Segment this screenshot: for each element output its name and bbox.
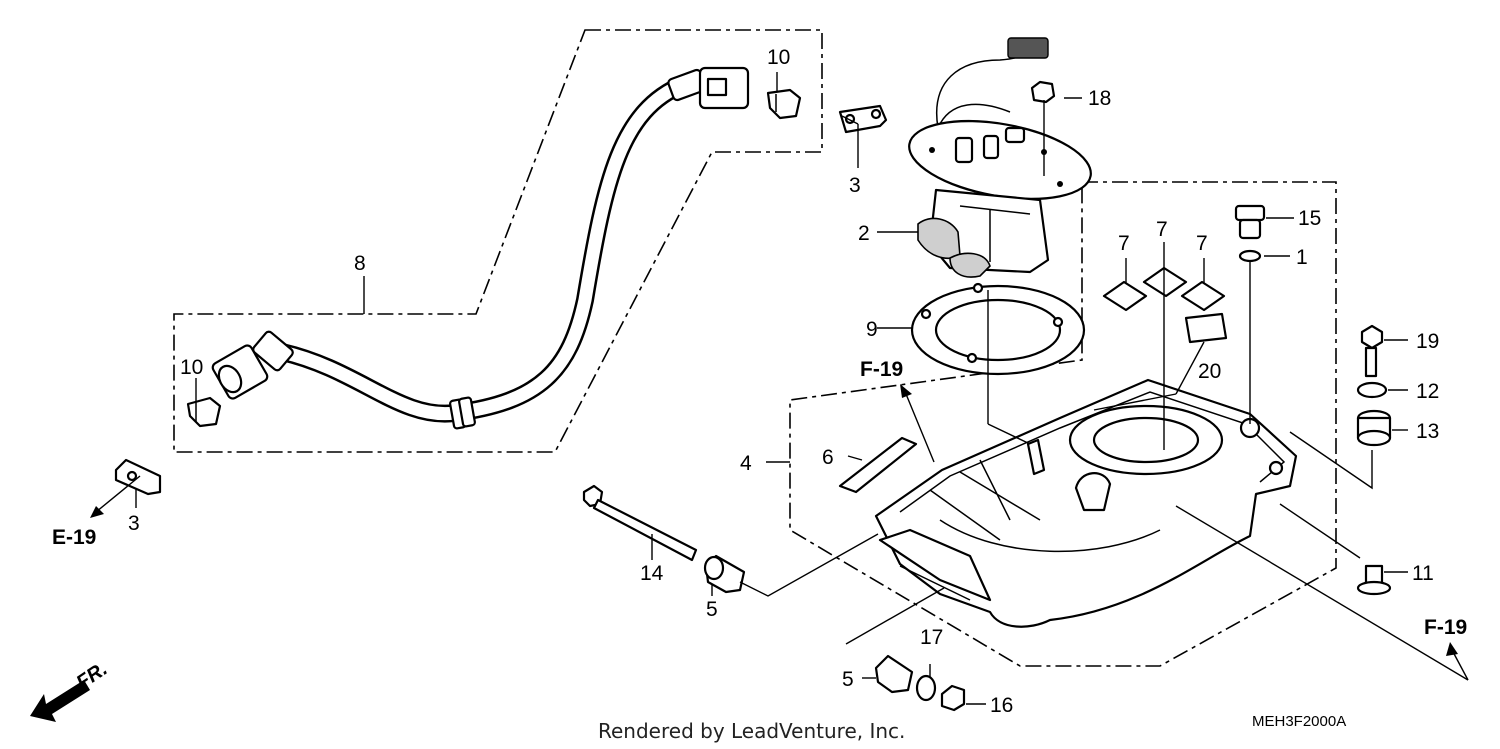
callout-6: 6 <box>822 446 834 469</box>
callout-3-upper: 3 <box>849 174 861 197</box>
callout-17: 17 <box>920 626 943 649</box>
washer-12 <box>1356 381 1388 399</box>
bolt-19 <box>1360 324 1384 378</box>
callout-1: 1 <box>1296 246 1308 269</box>
diagram-code: MEH3F2000A <box>1252 713 1346 730</box>
nut-18 <box>1030 80 1056 104</box>
pressure-valve <box>1234 204 1266 240</box>
leader-lines <box>90 72 1469 705</box>
callout-9: 9 <box>866 318 878 341</box>
collar-11 <box>1356 564 1392 596</box>
hose-group-outline <box>173 29 823 453</box>
nut-16 <box>940 684 966 712</box>
callout-15: 15 <box>1298 207 1321 230</box>
callout-5-upper: 5 <box>706 598 718 621</box>
foam-strip <box>838 436 918 494</box>
callout-7-a: 7 <box>1118 232 1130 255</box>
callout-18: 18 <box>1088 87 1111 110</box>
fuel-tank <box>874 378 1298 628</box>
pad-7a <box>1102 280 1148 312</box>
long-bolt-14 <box>582 484 698 562</box>
callout-8: 8 <box>354 252 366 275</box>
callout-7-c: 7 <box>1196 232 1208 255</box>
pad-7b <box>1142 266 1188 298</box>
fuel-pump <box>908 37 1092 278</box>
credit-text: Rendered by LeadVenture, Inc. <box>598 719 905 743</box>
bushing-5a <box>703 554 746 594</box>
callout-12: 12 <box>1416 380 1439 403</box>
callout-13: 13 <box>1416 420 1439 443</box>
pad-7c <box>1180 280 1226 312</box>
callout-2: 2 <box>858 222 870 245</box>
washer-1 <box>1238 249 1262 263</box>
callout-7-b: 7 <box>1156 218 1168 241</box>
grommet-13 <box>1356 409 1392 447</box>
callout-16: 16 <box>990 694 1013 717</box>
bracket-upper <box>838 104 888 134</box>
callout-11: 11 <box>1412 562 1434 585</box>
gasket-ring <box>910 282 1086 376</box>
hose-clip-upper <box>766 88 802 120</box>
callout-20: 20 <box>1198 360 1221 383</box>
callout-3-lower: 3 <box>128 512 140 535</box>
ref-e19: E-19 <box>52 526 96 549</box>
front-direction-arrow: FR. <box>30 658 112 722</box>
callout-4: 4 <box>740 452 752 475</box>
washer-17 <box>915 674 937 702</box>
ref-f19-top: F-19 <box>860 358 903 381</box>
callout-19: 19 <box>1416 330 1439 353</box>
fuel-hose <box>211 66 750 430</box>
bushing-5b <box>874 654 914 694</box>
ref-f19-right: F-19 <box>1424 616 1467 639</box>
pad-20 <box>1184 312 1228 344</box>
callout-5-lower: 5 <box>842 668 854 691</box>
callouts: 10 18 3 2 15 1 7 7 7 8 9 19 20 10 12 13 … <box>128 46 1439 717</box>
callout-14: 14 <box>640 562 664 585</box>
callout-10-upper: 10 <box>767 46 790 69</box>
hose-clip-lower <box>186 396 222 428</box>
callout-10-lower: 10 <box>180 356 203 379</box>
